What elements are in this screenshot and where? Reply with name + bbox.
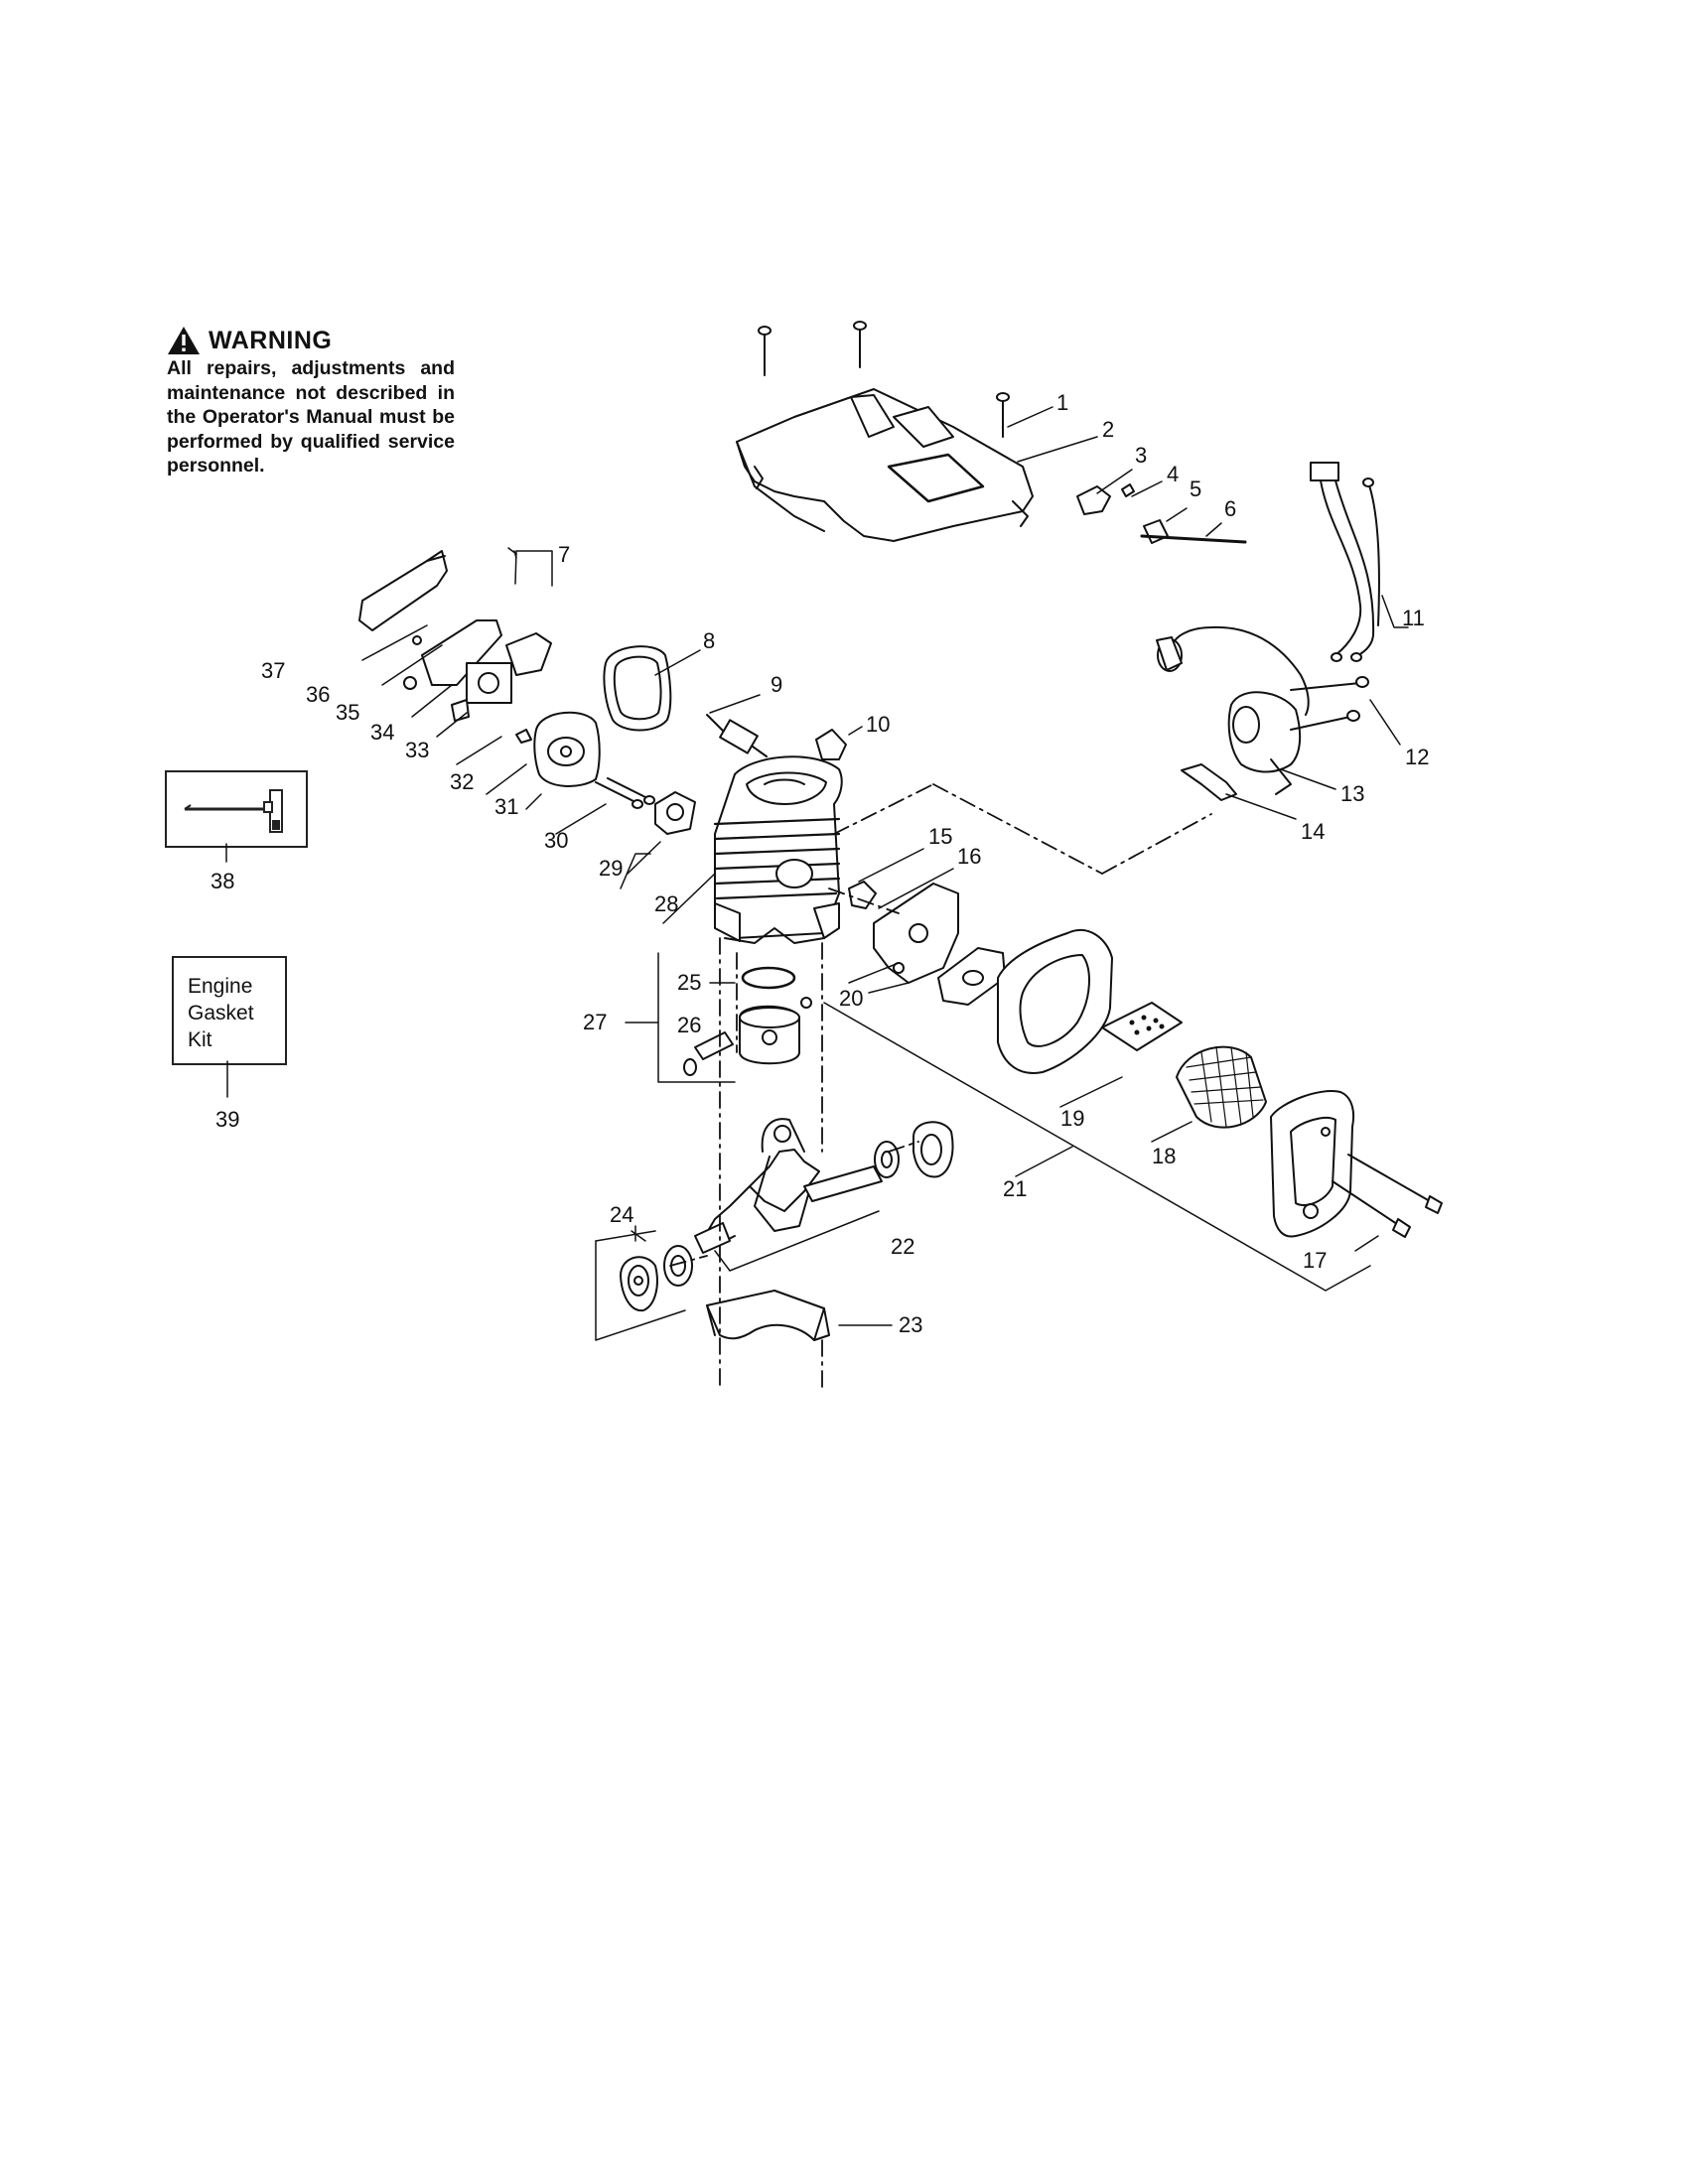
label-30: 30	[544, 828, 568, 853]
label-16: 16	[957, 844, 981, 869]
label-34: 34	[370, 720, 394, 745]
engine-gasket-kit-box: Engine Gasket Kit	[172, 956, 287, 1065]
label-5: 5	[1190, 477, 1201, 501]
crank-bearing-left-part	[620, 1245, 693, 1312]
label-20: 20	[839, 986, 863, 1011]
label-11: 11	[1402, 606, 1425, 630]
intake-gasket-part	[603, 645, 672, 732]
cover-screw-part	[758, 321, 1010, 438]
label-4: 4	[1167, 462, 1179, 486]
warning-heading: WARNING	[209, 326, 333, 354]
part-number-labels: 1 2 3 4 5 6 7 8 9 10 11 12 13 14 15 16 1…	[210, 390, 1429, 1337]
label-39: 39	[215, 1107, 239, 1132]
spark-arrestor-plate-part	[1101, 1002, 1183, 1051]
label-14: 14	[1301, 819, 1325, 844]
crankshaft-group-bracket	[714, 1210, 880, 1272]
muffler-bolt-part	[1332, 1154, 1443, 1238]
label-15: 15	[928, 824, 952, 849]
label-18: 18	[1152, 1144, 1176, 1168]
label-24: 24	[610, 1202, 633, 1227]
ignition-module-part	[1156, 625, 1310, 795]
wire-harness-part	[1310, 462, 1380, 662]
exhaust-fitting-part	[848, 881, 877, 909]
piston-part	[739, 997, 812, 1065]
label-25: 25	[677, 970, 701, 995]
warning-text: All repairs, adjustments and maintenance…	[167, 357, 455, 477]
label-8: 8	[703, 628, 715, 653]
piston-ring-part	[741, 966, 796, 990]
cylinder-gasket-part	[654, 791, 696, 835]
leader-lines	[361, 406, 1409, 1326]
label-19: 19	[1060, 1106, 1084, 1131]
spark-plug-boot-part	[815, 729, 847, 760]
label-21: 21	[1003, 1176, 1027, 1201]
ignition-screw-part	[1290, 676, 1369, 731]
piston-group-bracket	[657, 952, 736, 1083]
label-31: 31	[494, 794, 518, 819]
warning-triangle-icon	[168, 327, 200, 354]
label-12: 12	[1405, 745, 1429, 769]
label-7: 7	[558, 542, 570, 567]
air-filter-part	[358, 550, 448, 631]
cylinder-screw-part	[595, 777, 655, 809]
label-35: 35	[336, 700, 359, 725]
warning-notice: WARNING All repairs, adjustments and mai…	[167, 326, 455, 478]
label-27: 27	[583, 1010, 607, 1034]
muffler-shield-part	[873, 883, 959, 984]
small-fitting-parts	[1076, 483, 1247, 544]
muffler-cover-part	[1270, 1090, 1355, 1238]
assembly-center-lines	[669, 783, 1212, 1391]
carburetor-part	[403, 619, 552, 744]
spark-plug-part	[706, 714, 768, 757]
tool-box	[165, 770, 308, 848]
label-17: 17	[1303, 1248, 1327, 1273]
label-29: 29	[599, 856, 623, 881]
muffler-body-part	[997, 928, 1113, 1074]
label-37: 37	[261, 658, 285, 683]
intake-boot-part	[533, 711, 601, 787]
engine-gasket-kit-label: Engine Gasket Kit	[174, 958, 285, 1053]
scrench-tool-icon	[184, 789, 283, 833]
spark-arrestor-screen-part	[1176, 1045, 1267, 1129]
muffler-group-bracket	[823, 1002, 1371, 1292]
label-32: 32	[450, 769, 474, 794]
warning-heading-row: WARNING	[167, 326, 455, 355]
piston-pin-part	[683, 1031, 734, 1076]
label-3: 3	[1135, 443, 1147, 468]
label-10: 10	[866, 712, 890, 737]
kit-line-1: Engine	[188, 975, 253, 998]
cylinder-part	[713, 755, 843, 944]
label-9: 9	[771, 672, 782, 697]
label-36: 36	[306, 682, 330, 707]
label-28: 28	[654, 891, 678, 916]
label-6: 6	[1224, 496, 1236, 521]
label-1: 1	[1056, 390, 1068, 415]
label-38: 38	[210, 869, 234, 893]
label-23: 23	[899, 1312, 922, 1337]
crank-bearing-right-part	[874, 1121, 954, 1178]
crankshaft-part	[694, 1118, 883, 1254]
kit-line-3: Kit	[188, 1028, 212, 1051]
ground-bracket-part	[1181, 763, 1237, 801]
label-22: 22	[891, 1234, 914, 1259]
kit-line-2: Gasket	[188, 1002, 254, 1024]
crankcase-half-part	[706, 1290, 830, 1341]
label-26: 26	[677, 1013, 701, 1037]
bearing-group-bracket	[595, 1240, 686, 1341]
label-2: 2	[1102, 417, 1114, 442]
label-33: 33	[405, 738, 429, 762]
top-cover-part	[736, 388, 1034, 542]
label-13: 13	[1340, 781, 1364, 806]
